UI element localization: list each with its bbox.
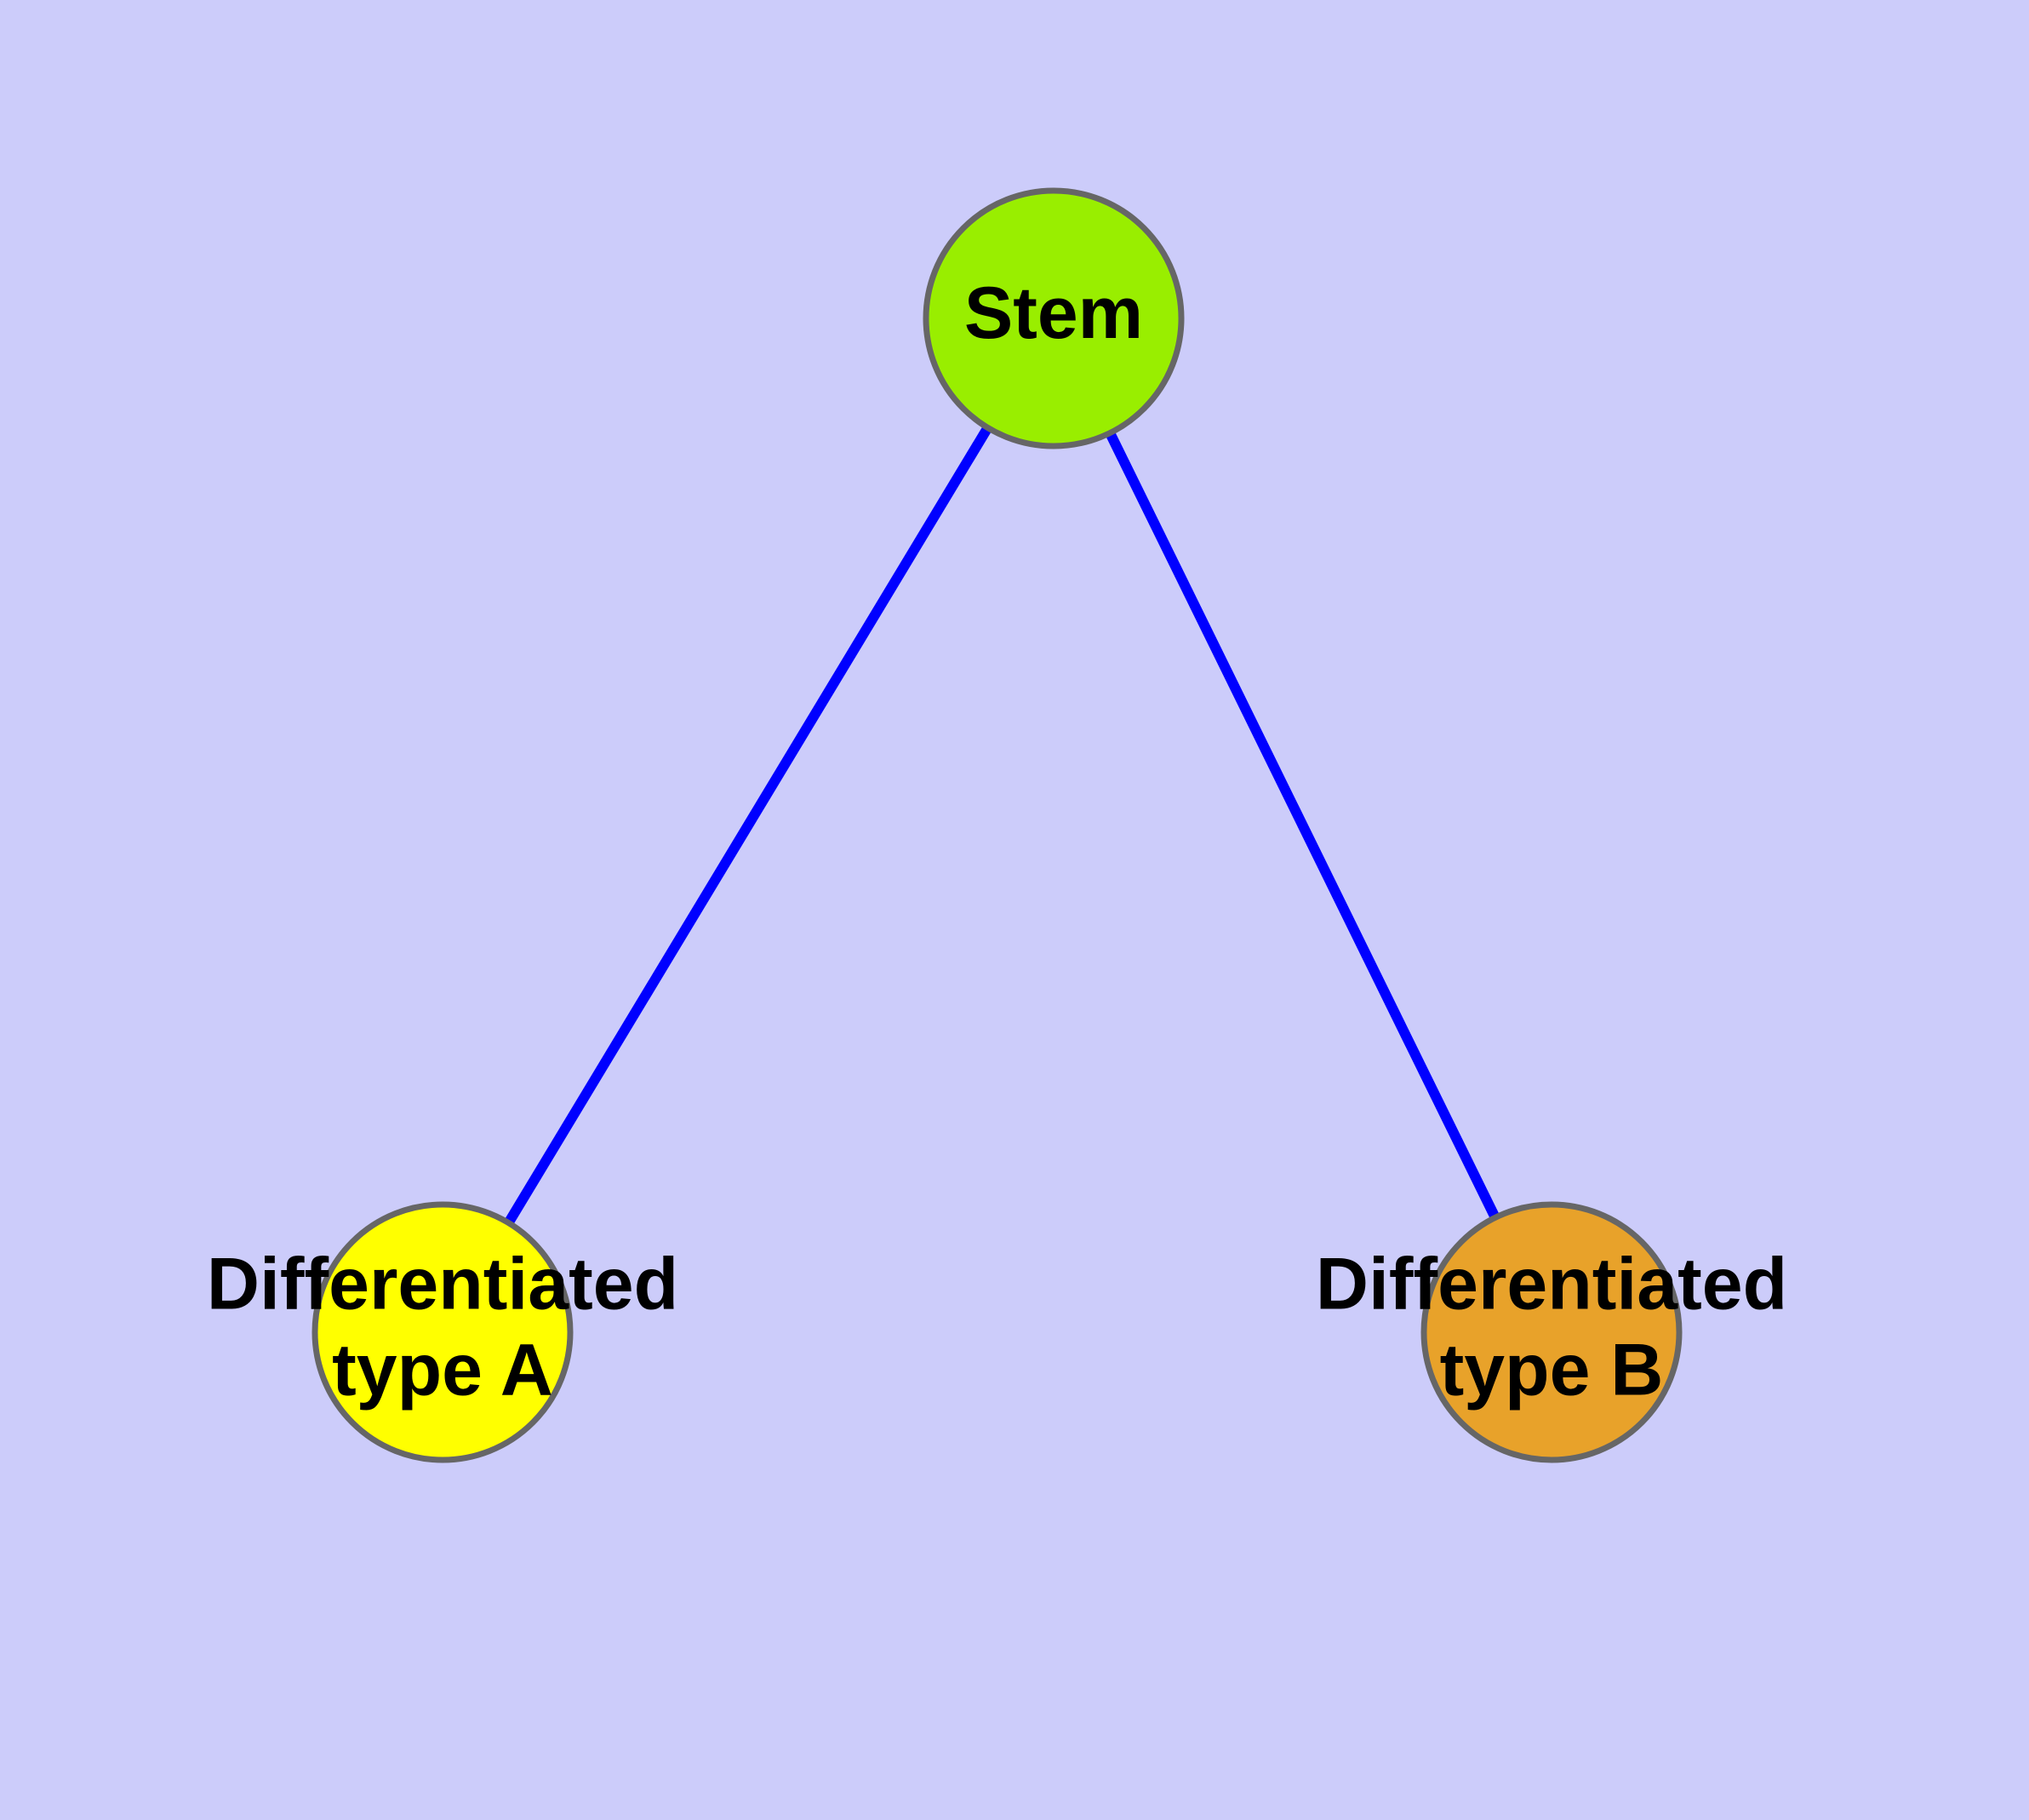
node-label-line: type B — [1440, 1329, 1664, 1411]
nodes-layer — [311, 187, 1683, 1463]
node-label-line: Differentiated — [207, 1243, 678, 1325]
node-label-line: Differentiated — [1316, 1243, 1787, 1325]
node-stem[interactable] — [923, 187, 1185, 449]
node-diff_b[interactable] — [1420, 1201, 1683, 1463]
node-diff_a[interactable] — [311, 1201, 574, 1463]
edge-stem-b — [1106, 432, 1500, 1219]
node-label-stem: Stem — [964, 272, 1143, 354]
edges-layer — [505, 426, 1500, 1224]
node-label-line: Stem — [964, 272, 1143, 354]
node-label-line: type A — [332, 1329, 553, 1411]
edge-stem-a — [505, 426, 992, 1224]
